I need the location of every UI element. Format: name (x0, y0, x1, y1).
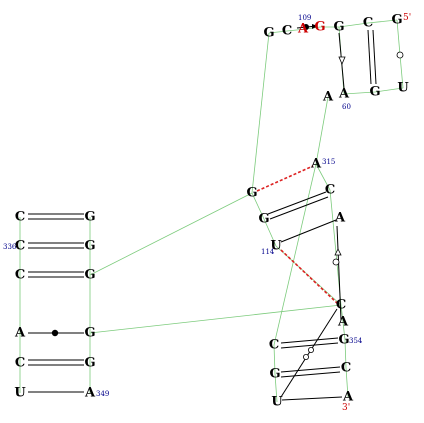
tertiary-g-a315 (256, 165, 314, 192)
filled-circle-symbol-left (51, 329, 59, 337)
nucleotide-labels: G C G G A C G A A G U A G C A G U C A C … (14, 13, 409, 410)
nucleotide-left-a349: A (84, 386, 96, 401)
pair-c-u-crossing (280, 308, 338, 398)
nucleotide-c-top-l: C (282, 24, 292, 39)
pair-c-g-right-2 (372, 29, 377, 85)
nucleotide-c-b1: C (269, 338, 279, 353)
backbone-top-strand (268, 19, 398, 34)
terminal-5-prime: 5' (403, 13, 411, 23)
nucleotide-g-ml: G (246, 186, 257, 201)
pair-u114-a (280, 219, 337, 243)
pair-c-g354-1 (280, 337, 339, 344)
position-number-315: 315 (322, 158, 335, 166)
pair-c-g-right-1 (367, 29, 372, 85)
nucleotide-g5: G (391, 13, 402, 28)
triangle-symbol-mid (334, 248, 342, 256)
nucleotide-a-lo: A (337, 315, 349, 330)
base-pairs (28, 25, 377, 401)
open-circle-symbol-cross-2 (302, 353, 309, 360)
filled-circle-symbol-top (303, 24, 309, 30)
nucleotide-a-mid: A (322, 90, 334, 105)
nucleotide-g-top-l: G (263, 26, 274, 41)
position-number-349: 349 (96, 390, 109, 398)
nucleotide-left-c336: C (15, 239, 25, 254)
position-number-354: 354 (349, 337, 363, 345)
open-circle-symbol-cross-1 (307, 346, 314, 353)
nucleotide-left-c1: C (15, 210, 25, 225)
nucleotide-a-top: A (297, 22, 309, 37)
nucleotide-left-g4: G (84, 326, 95, 341)
nucleotide-left-a: A (14, 326, 26, 341)
nucleotide-g-r: G (369, 85, 380, 100)
position-number-109: 109 (298, 14, 311, 22)
backbone-lower-left (273, 163, 317, 403)
nucleotide-g-top: G (333, 20, 344, 35)
nucleotide-a315: A (310, 157, 322, 172)
pair-g-c-mid-1 (267, 191, 327, 215)
triangle-symbol-right (338, 56, 346, 66)
nucleotide-u-r: U (397, 81, 409, 96)
backbone-left-descent (251, 32, 270, 194)
nucleotide-left-g5: G (84, 356, 95, 371)
nucleotide-a60: A (338, 87, 350, 102)
backbone-a-mid (315, 96, 342, 306)
nucleotide-left-c3: C (15, 268, 25, 283)
backbone-lower-right (340, 304, 349, 398)
nucleotide-a-m: A (334, 211, 346, 226)
nucleotide-g109: G (314, 20, 325, 35)
position-number-60: 60 (342, 103, 351, 111)
nucleotide-g354: G (338, 333, 349, 348)
nucleotide-u114: U (270, 239, 282, 254)
pair-a-a-vertical (336, 225, 342, 321)
nucleotide-c-top: C (363, 16, 373, 31)
pair-c-g354-2 (280, 342, 339, 349)
tertiary-u114-c (280, 249, 338, 304)
nucleotide-left-g2: G (84, 239, 95, 254)
nucleotide-left-g3: G (84, 268, 95, 283)
open-circle-symbol-right (396, 51, 404, 59)
backbone-to-left-helix (89, 192, 253, 276)
position-number-336: 336 (3, 243, 17, 251)
nucleotide-c-m: C (325, 183, 335, 198)
nucleotide-g-b2: G (269, 367, 280, 382)
pair-g-c-mid-2 (269, 196, 329, 220)
nucleotide-g-m: G (258, 212, 269, 227)
terminal-labels: 5' 3' (342, 13, 411, 413)
nucleotide-left-c5: C (15, 356, 25, 371)
terminal-3-prime: 3' (342, 403, 350, 413)
pair-g-c-lower-1 (280, 366, 341, 373)
pair-u-a3 (281, 396, 343, 401)
nucleotide-u-b3: U (271, 395, 283, 410)
nucleotide-left-u: U (14, 386, 26, 401)
pair-symbols (51, 24, 404, 360)
position-numbers: 109 60 315 114 354 336 349 (3, 14, 363, 398)
backbone-to-left-helix-lower (89, 304, 342, 334)
tertiary-interactions (256, 165, 338, 304)
nucleotide-c-lo: C (336, 298, 346, 313)
arrow-symbol-top (312, 24, 318, 29)
position-number-114: 114 (261, 248, 275, 256)
nucleotide-a3: A (342, 390, 354, 405)
pair-g-c-lower-2 (280, 371, 341, 378)
nucleotide-c-b2: C (341, 361, 351, 376)
open-circle-symbol-mid (332, 258, 340, 266)
nucleotide-left-g1: G (84, 210, 95, 225)
